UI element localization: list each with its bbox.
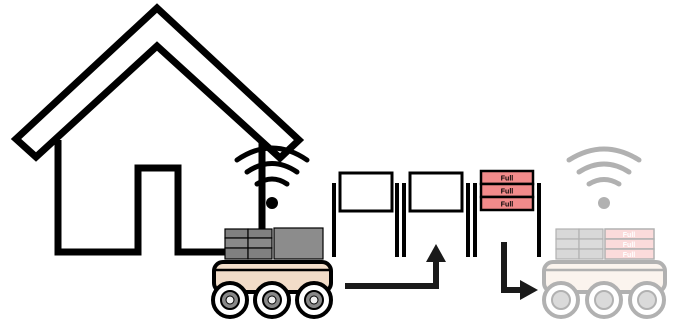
ghost-full-label: Full xyxy=(623,252,635,259)
ghost-full-slot: Full xyxy=(604,248,655,260)
robot-icon xyxy=(211,227,333,319)
house-icon xyxy=(10,3,305,256)
full-slot: Full xyxy=(479,182,535,199)
ghost-full-slot: Full xyxy=(604,238,655,250)
full-label: Full xyxy=(501,202,513,209)
full-slot: Full xyxy=(479,169,535,186)
ghost-full-slot: Full xyxy=(604,228,655,240)
robot-cargo xyxy=(224,227,324,260)
full-label: Full xyxy=(501,189,513,196)
rack-2 xyxy=(402,171,470,257)
wifi-icon xyxy=(234,145,310,209)
ghost-full-label: Full xyxy=(623,232,635,239)
arrow-down-icon xyxy=(501,242,538,300)
arrow-up-icon xyxy=(345,244,446,289)
ghost-full-label: Full xyxy=(623,242,635,249)
ghost-robot-icon: Full Full Full xyxy=(542,146,667,319)
robot-wheels xyxy=(211,281,333,319)
rack-1 xyxy=(332,171,399,257)
rack-3: Full Full Full xyxy=(473,169,541,257)
full-slot: Full xyxy=(479,195,535,212)
full-label: Full xyxy=(501,176,513,183)
ghost-wifi-icon xyxy=(566,146,642,209)
house-roof xyxy=(10,3,305,163)
